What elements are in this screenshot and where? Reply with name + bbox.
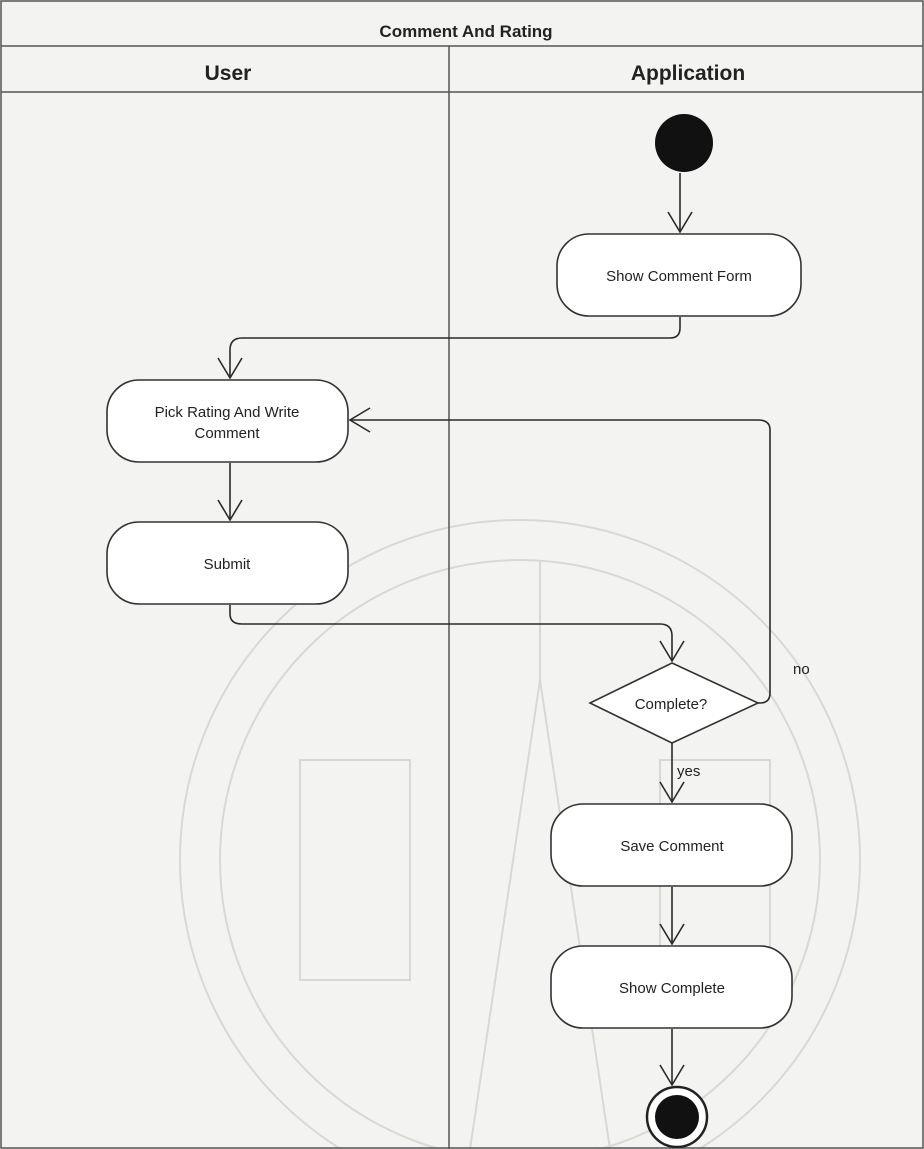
activity-label: Submit <box>204 556 252 573</box>
lane-header-user: User <box>205 62 252 85</box>
arrowhead <box>659 781 685 804</box>
final-node <box>645 1085 709 1149</box>
arrowhead <box>659 923 685 946</box>
activity-submit <box>106 521 349 605</box>
activity-save-comment <box>550 803 793 887</box>
activity-label-line1: Pick Rating And Write <box>155 404 300 421</box>
arrowhead <box>348 407 371 433</box>
diagram-title: Comment And Rating <box>379 22 552 41</box>
activity-show-comment-form <box>556 233 802 317</box>
activity-label: Show Complete <box>619 980 725 997</box>
arrowhead <box>659 1064 685 1087</box>
lane-header-application: Application <box>631 62 745 85</box>
activity-label: Show Comment Form <box>606 268 752 285</box>
edge-decision-no-to-pick-rating <box>350 419 771 704</box>
arrowhead <box>667 211 693 234</box>
edge-show-form-to-pick-rating <box>229 317 681 378</box>
decision-label: Complete? <box>635 696 708 713</box>
guard-no-label: no <box>793 661 810 678</box>
edge-submit-to-decision <box>229 605 673 661</box>
activity-show-complete <box>550 945 793 1029</box>
arrowhead <box>217 357 243 380</box>
activity-label: Save Comment <box>620 838 724 855</box>
activity-pick-rating-and-write-comment <box>106 379 349 463</box>
guard-yes-label: yes <box>677 763 700 780</box>
initial-node <box>655 114 713 172</box>
arrowhead <box>217 499 243 522</box>
activity-label-line2: Comment <box>194 425 260 442</box>
arrowhead <box>659 640 685 663</box>
